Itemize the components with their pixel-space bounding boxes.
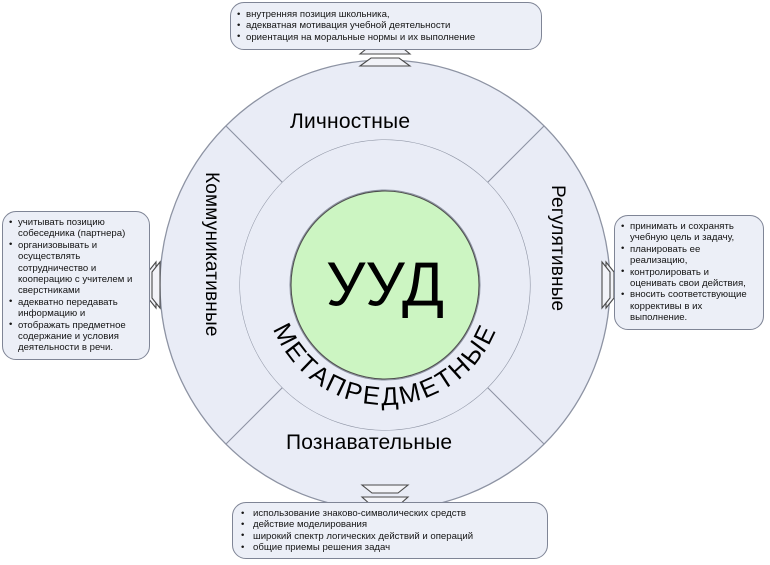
list-item: общие приемы решения задач	[239, 542, 539, 554]
list-item: использование знаково-символических сред…	[239, 507, 539, 519]
list-item: широкий спектр логических действий и опе…	[239, 530, 539, 542]
connector-left-outer	[151, 260, 161, 310]
list-item: вносить соответствующие коррективы в их …	[621, 289, 755, 323]
center-disc	[290, 190, 480, 380]
list-item: принимать и сохранять учебную цель и зад…	[621, 221, 755, 244]
sector-label-communicative: Коммуникативные	[201, 172, 222, 337]
connector-top-lower	[358, 57, 412, 67]
sector-label-cognitive: Познавательные	[286, 431, 453, 454]
list-item: действие моделирования	[239, 519, 539, 531]
callout-regulative: принимать и сохранять учебную цель и зад…	[614, 215, 764, 330]
sector-label-regulative: Регулятивные	[547, 185, 568, 312]
sector-divider-se	[487, 387, 545, 445]
connector-right-inner	[601, 260, 611, 310]
list-item: отображать предметное содержание и услов…	[9, 319, 141, 354]
list-item: адекватная мотивация учебной деятельност…	[237, 20, 533, 32]
list-item: планировать ее реализацию,	[621, 243, 755, 267]
connector-right	[601, 260, 615, 310]
sector-label-personal: Личностные	[290, 110, 411, 133]
callout-regulative-list: принимать и сохранять учебную цель и зад…	[621, 221, 755, 324]
inner-ring-band	[239, 140, 530, 431]
list-item: ориентация на моральные нормы и их выпол…	[237, 31, 533, 43]
callout-personal: внутренняя позиция школьника, адекватная…	[230, 2, 542, 51]
list-item: адекватно передавать информацию и	[9, 296, 141, 320]
list-item: организовывать и осуществлять сотрудниче…	[9, 239, 141, 297]
inner-ring-inner-edge	[289, 189, 481, 381]
center-label: УУД	[326, 251, 444, 320]
callout-cognitive-list: использование знаково-символических сред…	[239, 507, 539, 554]
callout-cognitive: использование знаково-символических сред…	[232, 502, 548, 559]
sector-divider-sw	[225, 387, 283, 445]
sector-divider-ne	[487, 125, 545, 183]
list-item: учитывать позицию собеседника (партнера)	[9, 217, 141, 240]
connector-bottom-upper	[360, 484, 410, 494]
callout-communicative-list: учитывать позицию собеседника (партнера)…	[9, 217, 141, 354]
callout-communicative: учитывать позицию собеседника (партнера)…	[2, 211, 150, 360]
sector-divider-nw	[225, 125, 283, 183]
callout-personal-list: внутренняя позиция школьника, адекватная…	[237, 8, 533, 43]
list-item: контролировать и оценивать свои действия…	[621, 266, 755, 290]
list-item: внутренняя позиция школьника,	[237, 8, 533, 20]
inner-ring	[239, 140, 530, 431]
